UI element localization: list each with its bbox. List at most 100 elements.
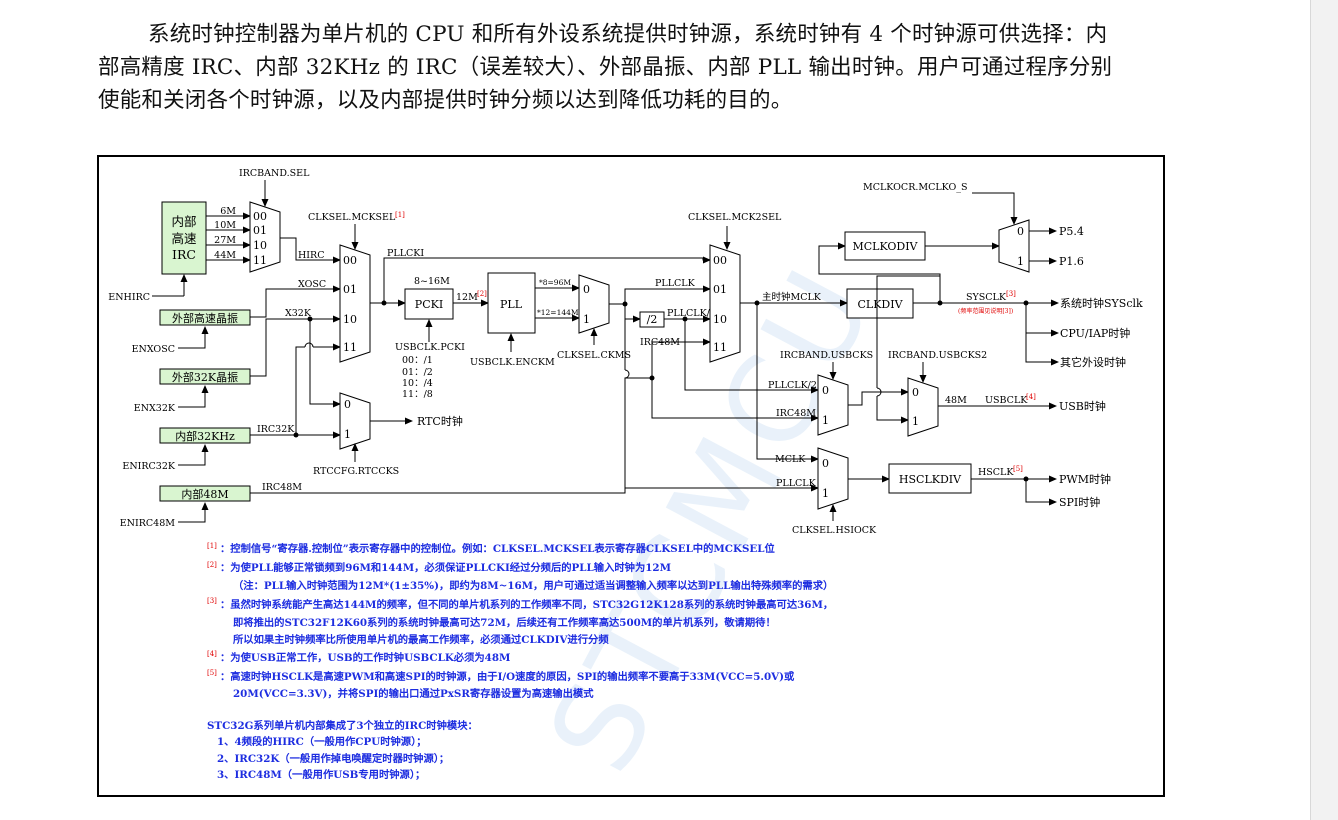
hsclk-sup: [5]	[1013, 465, 1023, 473]
sysclk-note: (频率范围见说明[3])	[958, 307, 1013, 315]
ircband-mux-in-00: 00	[253, 210, 267, 223]
range-label: 8~16M	[414, 276, 450, 287]
hsclkdiv-block	[888, 463, 972, 494]
m144-label: *12=144M	[537, 308, 579, 317]
note-5-line-1: ：高速时钟HSCLK是高速PWM和高速SPI的时钟源，由于I/O速度的原因，SP…	[220, 670, 795, 683]
hirc-label: HIRC	[298, 250, 324, 261]
irc-freq-27m: 27M	[214, 235, 236, 246]
irc-label-3: IRC	[172, 247, 196, 262]
scrollbar[interactable]	[1310, 0, 1338, 820]
note-2-mark: [2]	[207, 561, 217, 569]
irc48m-b-label: IRC48M	[640, 337, 680, 348]
enhirc-label: ENHIRC	[108, 292, 150, 303]
pcki-opt-2: 10：/4	[402, 378, 433, 389]
pcki-opt-0: 00：/1	[402, 355, 433, 366]
irc-label-2: 高速	[171, 231, 197, 246]
intro-line-2: 部高精度 IRC、内部 32KHz 的 IRC（误差较大）、外部晶振、内部 PL…	[98, 55, 1113, 80]
p16-output: P1.6	[1059, 255, 1084, 268]
mclkocr-label: MCLKOCR.MCLKO_S	[863, 182, 968, 193]
rtc-mux-in-1: 1	[344, 428, 351, 441]
mcksel-in-11: 11	[343, 341, 357, 354]
m96-label: *8=96M	[539, 278, 571, 287]
irc-freq-10m: 10M	[214, 220, 236, 231]
mck2sel-in-00: 00	[713, 254, 727, 267]
intro-line-1: 系统时钟控制器为单片机的 CPU 和所有外设系统提供时钟源，系统时钟有 4 个时…	[148, 22, 1108, 47]
enirc48m-label: ENIRC48M	[120, 518, 176, 529]
usbcks-in-0: 0	[822, 384, 829, 397]
xtal-hs-label: 外部高速晶振	[172, 311, 238, 325]
hsiock-label: CLKSEL.HSIOCK	[792, 525, 877, 536]
other-clock-output: 其它外设时钟	[1060, 355, 1126, 369]
div2-label: /2	[647, 313, 658, 326]
intro-line-3: 使能和关闭各个时钟源，以及内部提供时钟分频以达到降低功耗的目的。	[98, 88, 793, 113]
usb-clock-output: USB时钟	[1059, 399, 1106, 413]
irc48m-label: 内部48M	[181, 487, 228, 501]
hsiock-mux	[817, 447, 849, 510]
summary-item-3: 3、IRC48M（一般用作USB专用时钟源）；	[217, 768, 425, 781]
rtc-mux	[339, 392, 371, 450]
summary-item-1: 1、4频段的HIRC（一般用作CPU时钟源）；	[217, 735, 427, 748]
note-3-line-1: ：虽然时钟系统能产生高达144M的频率，但不同的单片机系列的工作频率不同，STC…	[220, 598, 833, 611]
cpu-clock-output: CPU/IAP时钟	[1060, 326, 1130, 340]
usbcks2-mux	[907, 377, 939, 437]
note-2-line-1: ：为使PLL能够正常锁频到96M和144M，必须保证PLLCKI经过分频后的PL…	[220, 561, 671, 574]
ircband-sel-label: IRCBAND.SEL	[239, 168, 310, 179]
rtc-clock-output: RTC时钟	[417, 414, 463, 428]
note-3-mark: [3]	[207, 597, 217, 605]
ircband-mux	[249, 201, 281, 273]
ckms-in-1: 1	[583, 313, 590, 326]
pwm-clock-output: PWM时钟	[1059, 472, 1111, 486]
clock-diagram: STCMCU 内部 高速 IRC ENHIRC 6M 10M 27M 44M 0…	[108, 168, 1143, 794]
mclk-label: MCLK	[775, 454, 806, 465]
mcksel-label: CLKSEL.MCKSEL	[308, 212, 396, 223]
mcksel-in-10: 10	[343, 313, 357, 326]
note-1-line-1: ：控制信号“寄存器.控制位”表示寄存器中的控制位。例如：CLKSEL.MCKSE…	[220, 542, 775, 555]
footnotes: [1] ：控制信号“寄存器.控制位”表示寄存器中的控制位。例如：CLKSEL.M…	[207, 542, 833, 781]
pll-block	[487, 272, 536, 334]
irc-freq-44m: 44M	[214, 250, 236, 261]
usbcks-in-1: 1	[822, 414, 829, 427]
m12-sup: [2]	[477, 290, 487, 298]
irc32k-label: 内部32KHz	[175, 429, 235, 443]
clkdiv-block	[846, 288, 914, 319]
mcksel-mux	[339, 244, 371, 363]
irc-label-1: 内部	[171, 214, 196, 229]
hsiock-in-0: 0	[822, 457, 829, 470]
usbcks2-in-0: 0	[912, 386, 919, 399]
diagram-frame	[97, 155, 1165, 797]
enirc32k-label: ENIRC32K	[122, 461, 176, 472]
xtal-32k-label: 外部32K晶振	[172, 370, 238, 384]
mclkodiv-block	[844, 231, 926, 261]
x32k-label: X32K	[285, 308, 312, 319]
irc32k-signal-label: IRC32K	[257, 424, 295, 435]
ircband-mux-in-10: 10	[253, 239, 267, 252]
usbclk-pcki-label: USBCLK.PCKI	[395, 342, 465, 353]
mcksel-in-00: 00	[343, 254, 357, 267]
mck2sel-mux	[709, 244, 741, 363]
mcksel-sup: [1]	[395, 211, 405, 219]
note-4-line-1: ：为使USB正常工作，USB的工作时钟USBCLK必须为48M	[220, 651, 510, 664]
enckm-label: USBCLK.ENCKM	[470, 357, 555, 368]
spi-clock-output: SPI时钟	[1059, 495, 1100, 509]
main-mclk-label: 主时钟MCLK	[762, 291, 822, 303]
mclko-out-1: 1	[1017, 255, 1024, 268]
pcki-label: PCKI	[415, 298, 443, 311]
irc48m-c-label: IRC48M	[776, 408, 816, 419]
clkdiv-label: CLKDIV	[857, 298, 903, 311]
ircband-mux-in-11: 11	[253, 254, 267, 267]
enx32k-label: ENX32K	[134, 403, 176, 414]
note-5-mark: [5]	[207, 669, 217, 677]
hsclkdiv-label: HSCLKDIV	[899, 473, 962, 486]
pcki-opt-3: 11：/8	[402, 389, 433, 400]
note-1-mark: [1]	[207, 542, 217, 550]
pcki-opt-1: 01：/2	[402, 367, 433, 378]
ckms-in-0: 0	[583, 283, 590, 296]
summary-item-2: 2、IRC32K（一般用作掉电唤醒定时器时钟源）；	[217, 752, 449, 765]
mcksel-in-01: 01	[343, 283, 357, 296]
mck2sel-in-10: 10	[713, 313, 727, 326]
usbcks2-in-1: 1	[912, 415, 919, 428]
mclko-out-0: 0	[1017, 225, 1024, 238]
mck2sel-in-01: 01	[713, 283, 727, 296]
hsiock-in-1: 1	[822, 487, 829, 500]
mck2sel-in-11: 11	[713, 341, 727, 354]
